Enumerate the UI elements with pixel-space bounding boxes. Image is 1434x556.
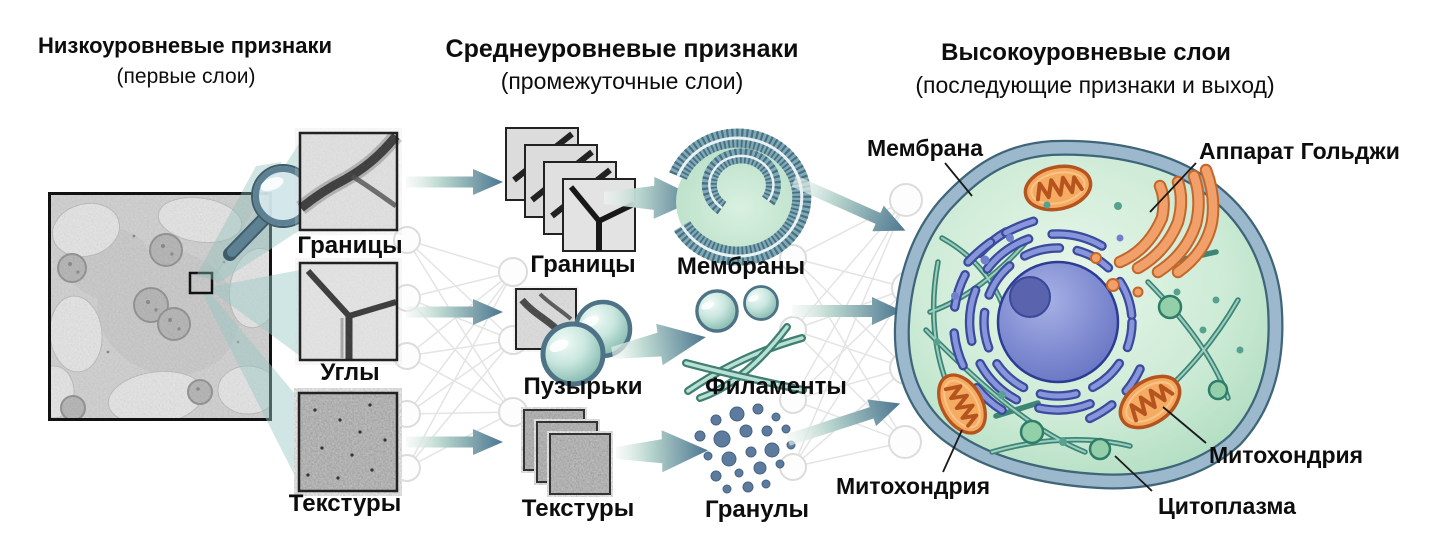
microscopy-image — [48, 192, 272, 421]
beam-edges-to-membranes — [603, 176, 699, 219]
cell-vesicles — [1019, 294, 1229, 461]
zoom-region-marker — [188, 271, 214, 295]
arrow-low-to-mid-2 — [406, 299, 503, 325]
stacked-edges-icon — [505, 127, 636, 252]
mid-label-membranes: Мембраны — [676, 253, 806, 280]
cell-label-cytoplasm: Цитоплазма — [1158, 493, 1296, 519]
nucleolus — [1009, 276, 1051, 318]
patch-label-corners: Углы — [320, 359, 380, 386]
arrow-mid-to-cell-3 — [786, 399, 901, 446]
golgi-apparatus — [1090, 163, 1220, 298]
beam-textures-to-granules — [615, 430, 708, 473]
endoplasmic-reticulum — [948, 213, 1145, 429]
mid-label-filaments: Филаменты — [705, 373, 847, 400]
arrow-low-to-mid-3 — [406, 429, 503, 455]
label-pointer-lines — [942, 162, 1207, 492]
nucleus — [996, 260, 1120, 384]
filaments-icon — [682, 285, 807, 402]
arrow-mid-to-cell-2 — [792, 297, 902, 325]
edge-patch — [296, 131, 402, 232]
mid-level-title: Среднеуровневые признаки — [445, 35, 799, 63]
mid-label-vesicles: Пузырьки — [523, 373, 643, 400]
cell-label-mito-right: Митохондрия — [1209, 442, 1364, 468]
magnifier-icon — [223, 164, 315, 261]
corner-patch — [298, 261, 399, 362]
cell-illustration — [893, 139, 1284, 490]
mid-label-edges: Границы — [530, 251, 636, 278]
high-level-title: Высокоуровневые слои — [941, 39, 1231, 66]
mid-label-granules: Гранулы — [705, 496, 809, 523]
arrow-low-to-mid-1 — [406, 169, 503, 195]
mid-label-textures: Текстуры — [521, 495, 635, 522]
arrow-mid-to-cell-1 — [791, 175, 906, 232]
patch-label-edges: Границы — [297, 232, 403, 259]
cell-label-golgi: Аппарат Гольджи — [1199, 138, 1400, 164]
stacked-textures-icon — [523, 409, 611, 495]
patch-label-textures: Текстуры — [288, 490, 402, 517]
low-level-subtitle: (первые слои) — [116, 65, 256, 88]
small-dots — [933, 201, 1244, 446]
membrane-icon — [669, 128, 812, 266]
vesicles-icon — [515, 288, 630, 384]
cell-label-mito-left: Митохондрия — [836, 473, 991, 499]
texture-patch — [297, 391, 399, 493]
beam-vesicles-to-filaments — [611, 323, 706, 366]
cell-label-membrane: Мембрана — [867, 135, 984, 161]
low-level-title: Низкоуровневые признаки — [38, 33, 332, 58]
granules-icon — [694, 403, 796, 494]
high-level-subtitle: (последующие признаки и выход) — [915, 72, 1275, 98]
mid-level-subtitle: (промежуточные слои) — [500, 68, 744, 94]
